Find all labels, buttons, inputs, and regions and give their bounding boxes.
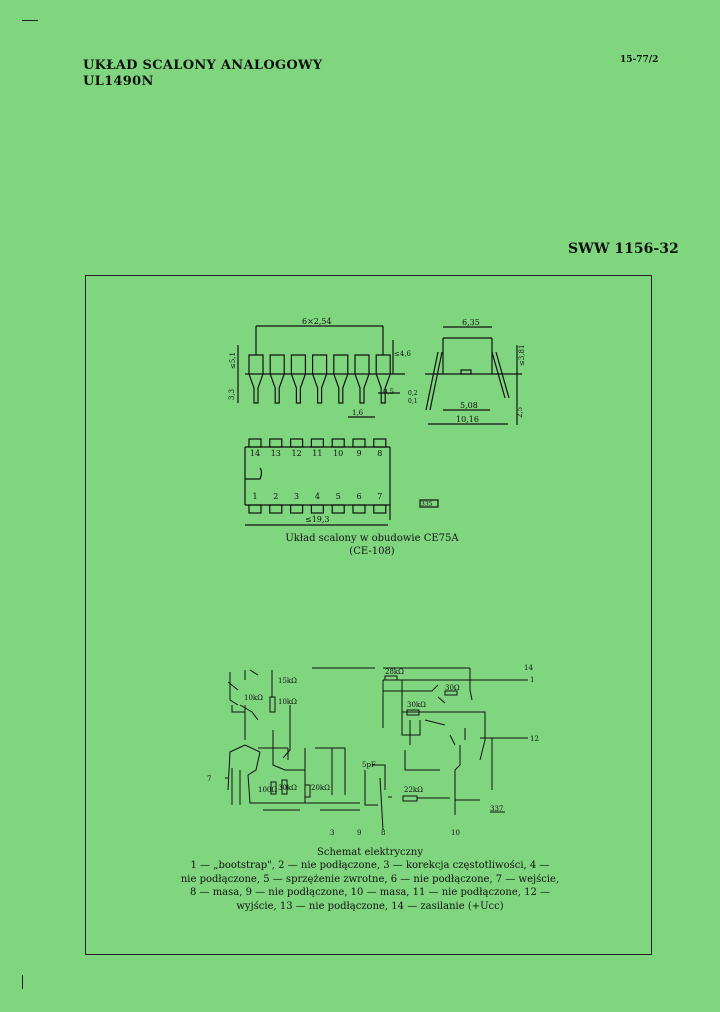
package-lead (269, 354, 285, 404)
scan-mark (22, 975, 23, 989)
pin-label-12: 12 (530, 735, 539, 743)
pin-label-7: 7 (207, 775, 211, 783)
package-top-view (244, 438, 439, 526)
bottom-pin-number: 4 (315, 492, 320, 501)
bottom-pin-number: 6 (356, 492, 361, 501)
dim-pitch: 6×2,54 (302, 317, 332, 326)
bottom-pin-pad (290, 504, 304, 514)
res-label: 30Ω (445, 684, 460, 692)
pin-description-line: nie podłączone, 5 — sprzężenie zwrotne, … (180, 873, 560, 885)
bottom-pin-pad (373, 504, 387, 514)
package-lead (354, 354, 370, 404)
res-label: 30kΩ (407, 701, 426, 709)
bottom-pin-pad (248, 504, 262, 514)
content-frame (85, 275, 652, 955)
title-line-2: UL1490N (83, 74, 154, 89)
bottom-pin-pad (331, 504, 345, 514)
bottom-pin-number: 1 (252, 492, 257, 501)
bottom-pin-number: 3 (294, 492, 299, 501)
bottom-pin-number: 7 (377, 492, 382, 501)
bottom-pin-number: 5 (336, 492, 341, 501)
res-label: 22kΩ (404, 786, 423, 794)
package-lead (248, 354, 264, 404)
package-caption-1: Układ scalony w obudowie CE75A (285, 533, 459, 544)
bottom-pin-number: 2 (273, 492, 278, 501)
dim-height-right: ≤4,6 (394, 350, 412, 358)
top-pin-number: 9 (356, 449, 361, 458)
dim-side-lead: 2,5 (516, 407, 524, 418)
package-front-view (237, 325, 405, 418)
package-lead (375, 354, 391, 404)
dim-lead-span: 5,08 (460, 401, 478, 410)
package-lead (312, 354, 328, 404)
dim-width: 6,35 (462, 318, 480, 327)
top-pin-number: 11 (312, 449, 322, 458)
dim-tol-a: 0,2 (408, 390, 418, 397)
dim-overall: 10,16 (456, 415, 479, 424)
res-label: 10kΩ (244, 694, 263, 702)
top-pin-pad (331, 438, 345, 448)
top-pin-pad (248, 438, 262, 448)
dim-body-length: ≤19,3 (305, 515, 330, 524)
top-pin-pad (352, 438, 366, 448)
res-label: 100Ω (258, 786, 277, 794)
res-label: 28kΩ (385, 668, 404, 676)
top-pin-pad (290, 438, 304, 448)
res-label: 15kΩ (278, 677, 297, 685)
top-pin-pad (310, 438, 324, 448)
top-pin-number: 14 (250, 449, 260, 458)
package-figure-tag: 335 (421, 501, 433, 508)
capacitor-label: 5pF (362, 761, 376, 769)
pin-label-1: 1 (530, 676, 534, 684)
page-code: 15-77/2 (620, 55, 659, 65)
pin-label-8: 8 (381, 829, 385, 837)
top-pin-number: 8 (377, 449, 382, 458)
package-lead (333, 354, 349, 404)
pin-label-9: 9 (357, 829, 361, 837)
bottom-pin-pad (310, 504, 324, 514)
title-line-1: UKŁAD SCALONY ANALOGOWY (83, 58, 323, 73)
package-lead (290, 354, 306, 404)
pin-description-line: 8 — masa, 9 — nie podłączone, 10 — masa,… (189, 887, 551, 898)
top-pin-pad (269, 438, 283, 448)
dim-tol-b: 0,1 (408, 398, 418, 405)
schematic-figure-tag: 337 (490, 805, 503, 813)
pin-label-10: 10 (451, 829, 460, 837)
top-pin-number: 10 (333, 449, 343, 458)
bottom-pin-pad (352, 504, 366, 514)
dim-lead-width: 1,6 (352, 409, 364, 417)
res-label: 10kΩ (278, 698, 297, 706)
package-side-view (425, 326, 522, 425)
top-pin-pad (373, 438, 387, 448)
dim-lead-thickness: 0,5 (383, 388, 394, 396)
pin-description-line: 1 — „bootstrap", 2 — nie podłączone, 3 —… (190, 860, 550, 871)
package-caption-2: (CE-108) (349, 546, 395, 557)
dim-height-left: ≤5,1 (229, 352, 237, 369)
res-label: 30kΩ (278, 784, 297, 792)
top-pin-number: 13 (271, 449, 281, 458)
top-pin-number: 12 (292, 449, 302, 458)
schematic-caption: Schemat elektryczny (317, 847, 423, 858)
document-title: UKŁAD SCALONY ANALOGOWY UL1490N (83, 58, 322, 90)
catalog-number: SWW 1156-32 (568, 241, 679, 257)
scan-mark (22, 20, 38, 21)
pin-label-3: 3 (330, 829, 334, 837)
pin-label-14: 14 (524, 664, 533, 672)
bottom-pin-pad (269, 504, 283, 514)
pin-description-line: wyjście, 13 — nie podłączone, 14 — zasil… (236, 900, 504, 912)
electrical-schematic (225, 667, 528, 831)
dim-lead-length: 3,3 (228, 389, 236, 400)
res-label: 20kΩ (311, 784, 330, 792)
pin-description: 1 — „bootstrap", 2 — nie podłączone, 3 —… (110, 859, 630, 913)
dim-side-height: ≤3,81 (518, 345, 526, 366)
